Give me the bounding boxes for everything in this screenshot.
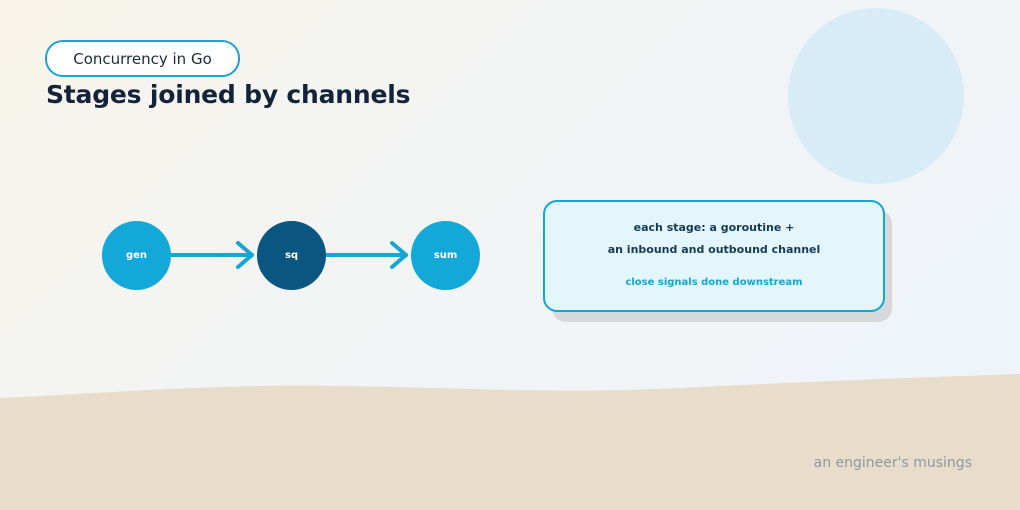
- stage-node-label: gen: [125, 250, 148, 261]
- edge-gen-to-sq: [169, 241, 254, 269]
- note-line-2: an inbound and outbound channel: [607, 243, 821, 256]
- stage-node-label: sum: [433, 250, 458, 261]
- stage-node-label: sq: [284, 250, 299, 261]
- note-line-1: each stage: a goroutine +: [633, 221, 795, 234]
- edge-sq-to-sum: [324, 241, 408, 269]
- stage-node-sum: sum: [411, 221, 480, 290]
- topic-tag-label: Concurrency in Go: [73, 49, 212, 68]
- stage-node-sq: sq: [257, 221, 326, 290]
- note-card: each stage: a goroutine + an inbound and…: [543, 200, 885, 312]
- note-line-3: close signals done downstream: [625, 277, 803, 288]
- topic-tag: Concurrency in Go: [45, 40, 240, 77]
- author-signature: an engineer's musings: [813, 455, 972, 471]
- page-title: Stages joined by channels: [46, 80, 411, 109]
- stage-node-gen: gen: [102, 221, 171, 290]
- decorative-circle: [788, 8, 964, 184]
